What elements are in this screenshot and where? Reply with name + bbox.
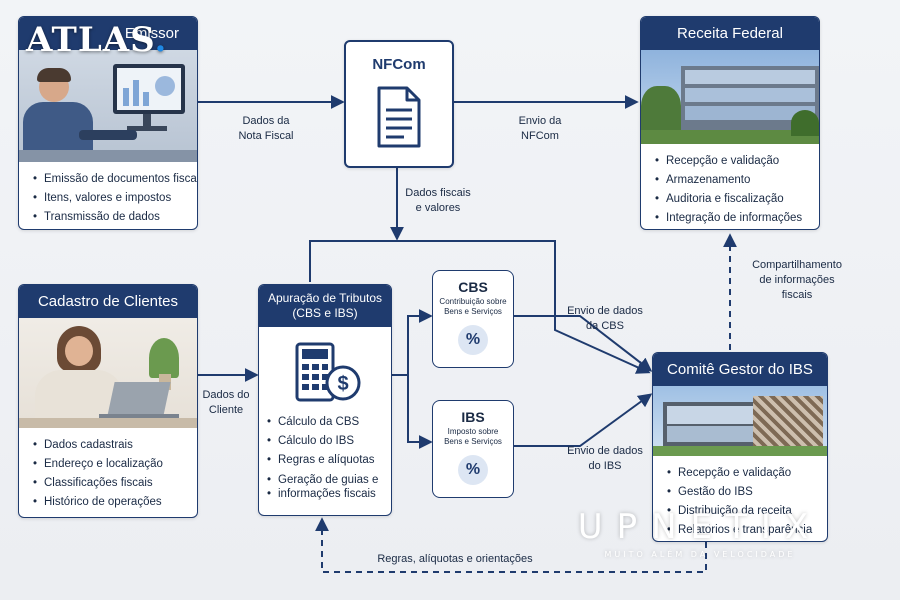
cbs-card: CBS Contribuição sobre Bens e Serviços % [432, 270, 514, 368]
comite-photo [653, 386, 827, 456]
emissor-card: Emissor Emissão de documentos fiscais It… [18, 16, 198, 230]
svg-text:$: $ [337, 373, 348, 395]
list-item: Armazenamento [655, 171, 809, 190]
list-item: Recepção e validação [667, 464, 817, 483]
label-envio-ibs: Envio de dados do IBS [567, 445, 643, 472]
clientes-photo [19, 318, 197, 428]
arrow-apuracao-to-ibs [407, 375, 433, 449]
label-compartilhamento: Compartilhamento de informações fiscais [752, 259, 842, 301]
watermark-name: UPNETIX [577, 507, 823, 547]
list-item: Emissão de documentos fiscais [33, 170, 197, 189]
emissor-list: Emissão de documentos fiscais Itens, val… [19, 162, 197, 229]
list-item: Regras e alíquotas [267, 451, 378, 470]
apuracao-title-line2: (CBS e IBS) [292, 306, 358, 320]
list-item: Dados cadastrais [33, 436, 187, 455]
comite-card: Comitê Gestor do IBS Recepção e validaçã… [652, 352, 828, 542]
list-item: Geração de guias e [267, 473, 378, 487]
emissor-photo [19, 50, 197, 162]
apuracao-title-line1: Apuração de Tributos [267, 291, 383, 305]
upnetix-watermark: UPNETIX MUITO ALÉM DA VELOCIDADE [560, 508, 840, 559]
comite-list: Recepção e validação Gestão do IBS Distr… [653, 456, 827, 541]
list-item: Transmissão de dados [33, 208, 187, 227]
clientes-card: Cadastro de Clientes Dados cadastrais En… [18, 284, 198, 518]
percent-icon: % [458, 455, 488, 485]
label-envio-nfcom: Envio da NFCom [518, 115, 562, 142]
apuracao-list: Cálculo da CBS Cálculo do IBS Regras e a… [259, 413, 384, 501]
list-item: Cálculo do IBS [267, 432, 378, 451]
label-envio-cbs: Envio de dados da CBS [567, 305, 643, 332]
list-item: Endereço e localização [33, 455, 187, 474]
arrow-regras-feedback [315, 517, 707, 573]
list-item: Relatórios e transparência [667, 521, 817, 540]
list-item: Auditoria e fiscalização [655, 190, 809, 209]
arrow-apuracao-to-cbs [390, 309, 433, 376]
label-regras: Regras, alíquotas e orientações [377, 553, 533, 565]
list-item: Cálculo da CBS [267, 413, 378, 432]
list-item: Distribuição da receita [667, 502, 817, 521]
document-icon [376, 86, 422, 153]
atlas-logo-dot: . [154, 20, 168, 60]
receita-card: Receita Federal Recepção e validação Arm… [640, 16, 820, 230]
nfcom-title: NFCom [372, 56, 426, 73]
apuracao-card: Apuração de Tributos (CBS e IBS) $ Cálcu… [258, 284, 392, 516]
list-item: Itens, valores e impostos [33, 189, 187, 208]
watermark-tagline: MUITO ALÉM DA VELOCIDADE [604, 550, 796, 559]
calculator-icon: $ [291, 341, 363, 410]
ibs-card: IBS Imposto sobre Bens e Serviços % [432, 400, 514, 498]
receita-photo [641, 50, 819, 144]
list-item: Gestão do IBS [667, 483, 817, 502]
list-item: Classificações fiscais [33, 474, 187, 493]
cbs-subtitle-line2: Bens e Serviços [444, 307, 502, 316]
ibs-subtitle-line2: Bens e Serviços [444, 437, 502, 446]
label-dados-fiscais: Dados fiscais e valores [405, 187, 471, 214]
list-item: Histórico de operações [33, 493, 187, 512]
comite-title: Comitê Gestor do IBS [653, 353, 827, 386]
list-item: Integração de informações [655, 209, 809, 228]
nfcom-card: NFCom [344, 40, 454, 168]
list-item-continuation: informações fiscais [267, 487, 378, 501]
list-item: Recepção e validação [655, 152, 809, 171]
apuracao-title: Apuração de Tributos (CBS e IBS) [259, 285, 391, 327]
cbs-title: CBS [458, 279, 488, 295]
ibs-subtitle-line1: Imposto sobre [447, 427, 499, 436]
emissor-title: Emissor [19, 17, 197, 50]
cbs-subtitle-line1: Contribuição sobre [439, 297, 507, 306]
label-dados-nota: Dados da Nota Fiscal [238, 115, 294, 142]
clientes-title: Cadastro de Clientes [19, 285, 197, 318]
atlas-logo: ATLAS. [26, 20, 167, 60]
label-dados-cliente: Dados do Cliente [202, 389, 250, 416]
arrow-ibs-to-comite [512, 393, 653, 447]
receita-title: Receita Federal [641, 17, 819, 50]
clientes-list: Dados cadastrais Endereço e localização … [19, 428, 197, 517]
ibs-title: IBS [461, 409, 485, 425]
arrow-cbs-to-comite [512, 315, 653, 372]
arrow-bus-to-apuracao [309, 240, 651, 374]
atlas-logo-text: ATLAS [26, 20, 155, 60]
percent-icon: % [458, 325, 488, 355]
receita-list: Recepção e validação Armazenamento Audit… [641, 144, 819, 229]
